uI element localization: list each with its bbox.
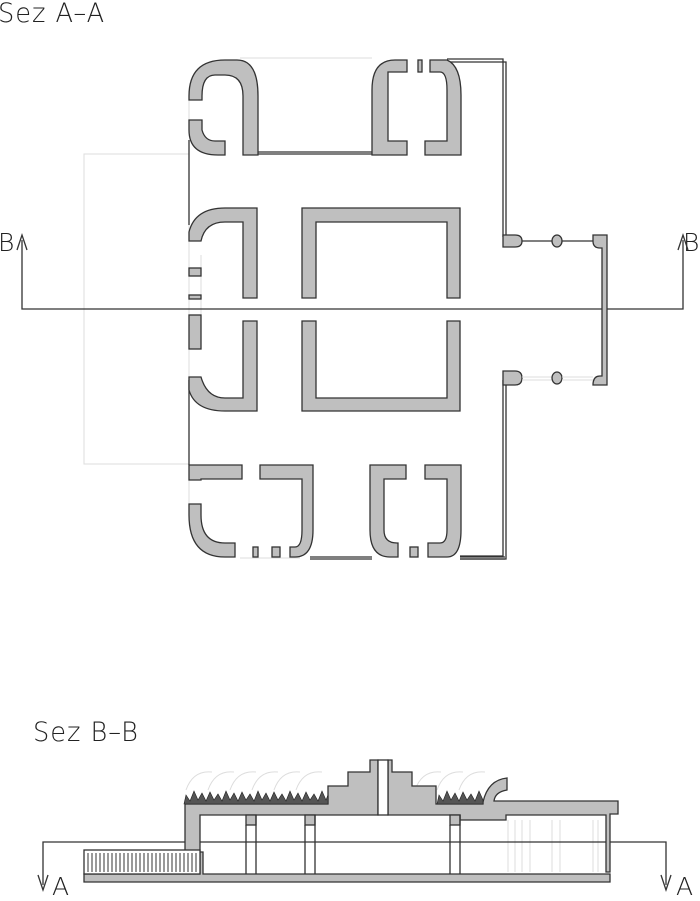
floor-plan	[16, 57, 689, 560]
arrow-up-icon	[677, 232, 689, 251]
arrow-up-icon	[16, 232, 28, 251]
section-line-b	[21, 240, 684, 310]
section-title: Sez B–B	[33, 717, 139, 748]
plan-title: Sez A–A	[0, 0, 106, 29]
section-marker-left-a: A	[52, 872, 71, 901]
section-marker-right-b: B	[683, 228, 700, 257]
arrow-down-icon	[37, 874, 49, 893]
section-marker-left-b: B	[0, 228, 16, 257]
roof-vegetation	[183, 790, 484, 805]
section-marker-right-a: A	[676, 872, 695, 901]
arrow-down-icon	[660, 874, 672, 893]
building-section	[37, 759, 672, 893]
slatted-bench	[83, 849, 201, 875]
section-line-a	[42, 841, 667, 885]
